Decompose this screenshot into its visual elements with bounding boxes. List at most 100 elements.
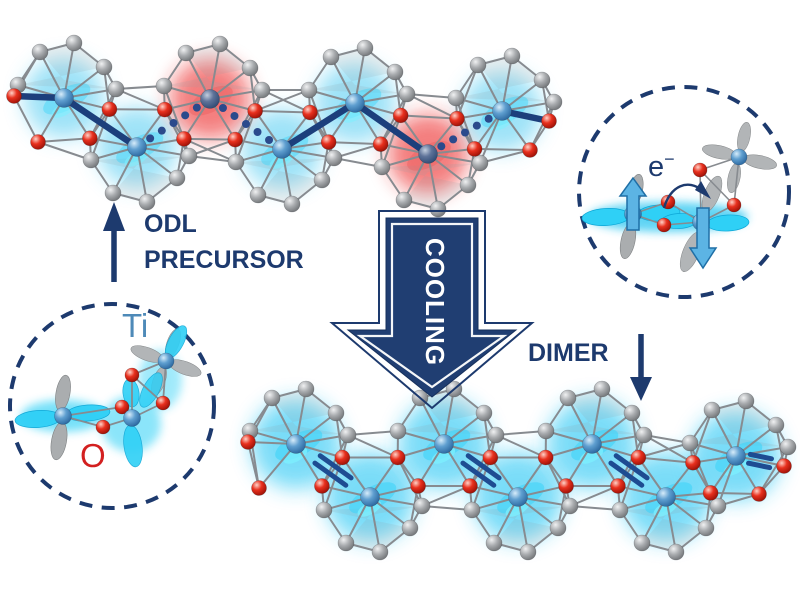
atom-ti [492, 101, 512, 121]
bond [309, 111, 335, 159]
bond [689, 442, 712, 494]
atom-gray [82, 151, 100, 169]
atom-gray [537, 422, 555, 440]
atom-gray [635, 426, 653, 444]
bond [347, 434, 399, 459]
atom-gray [241, 59, 259, 77]
atom-o [692, 162, 708, 178]
atom-gray [211, 35, 229, 53]
ti-ti-short-bond [351, 99, 432, 158]
atom-gray [107, 80, 125, 98]
bond [495, 434, 547, 459]
atom-o [685, 454, 701, 471]
dimer-label: DIMER [528, 339, 609, 367]
bond [400, 114, 458, 120]
ti-ti-long-bond-dot [437, 142, 446, 151]
bond [638, 442, 691, 459]
atom-o [101, 101, 118, 118]
dimer-bond-mark [747, 451, 774, 462]
odl-precursor-chain [6, 34, 563, 218]
bond [183, 137, 237, 163]
atom-gray [155, 77, 173, 95]
atom-gray [549, 519, 567, 537]
bond [13, 95, 39, 143]
d-orbital-lobe-gray [727, 163, 741, 193]
atom-o [320, 134, 337, 150]
bond [758, 446, 789, 495]
atom-gray [322, 48, 340, 66]
atom-gray [533, 71, 551, 89]
atom-o [114, 399, 130, 415]
atom-gray [297, 380, 315, 398]
atom-gray [227, 153, 245, 171]
atom-gray [31, 43, 49, 61]
dimer-bond-mark [317, 453, 354, 481]
bond [495, 430, 547, 436]
atom-ti [123, 409, 141, 427]
atom-gray [283, 195, 301, 213]
atom-gray [168, 169, 186, 187]
atom-o [155, 395, 171, 411]
atom-gray [339, 426, 357, 444]
bond [396, 457, 423, 507]
atom-ti [582, 434, 602, 454]
bond [258, 443, 297, 489]
atom-gray [737, 392, 755, 410]
bond [479, 149, 531, 164]
atom-gray [667, 543, 685, 561]
bond [333, 143, 381, 159]
atom-gray [447, 89, 465, 107]
atom-gray [559, 389, 577, 407]
atom-o [610, 478, 626, 494]
electron-label: e− [648, 149, 675, 183]
atom-gray [395, 191, 413, 209]
atom-ti [54, 88, 74, 108]
dimer-bond-mark [312, 460, 349, 488]
ti-ti-long-bond-dot [169, 119, 178, 127]
bond [163, 85, 185, 140]
bond [188, 138, 236, 157]
atom-o [6, 88, 22, 104]
ti-ti-long-bond-dot [230, 112, 239, 120]
atom-o [240, 434, 256, 450]
atom-gray [138, 193, 156, 211]
atom-gray [315, 501, 333, 519]
dashed-circle-icon [577, 85, 791, 299]
atom-gray [429, 200, 447, 218]
bond [617, 434, 645, 487]
bond [328, 141, 381, 146]
cooling-arrow-body [346, 217, 518, 398]
atom-ti [54, 407, 72, 425]
ti-ti-long-bond-dot [472, 121, 481, 130]
bond [90, 108, 111, 161]
atom-gray [177, 44, 195, 62]
atom-o [251, 480, 267, 496]
bond [710, 491, 760, 495]
atom-ti [200, 89, 220, 109]
atom-o [702, 485, 719, 501]
ti-ti-long-bond-dot [449, 135, 458, 144]
atom-gray [327, 404, 345, 422]
atom-ti [157, 352, 175, 370]
atom-o [247, 103, 263, 119]
precursor-label-line2: PRECURSOR [144, 246, 304, 274]
precursor-label-line1: ODL [144, 210, 197, 238]
ti-ti-long-bond-dot [461, 128, 469, 137]
atom-ti [726, 446, 746, 466]
bond [643, 434, 694, 464]
cooling-arrow: COOLING [329, 210, 535, 410]
bond [183, 137, 236, 141]
bond [469, 434, 497, 487]
atom-gray [487, 426, 505, 444]
atom-gray [313, 171, 331, 189]
up-arrow-icon [103, 202, 125, 231]
bond [347, 430, 399, 436]
bond [421, 485, 471, 507]
atom-gray [263, 389, 281, 407]
bond [406, 93, 457, 99]
ti-ti-long-bond-dot [265, 136, 274, 144]
bond [544, 457, 571, 507]
atom-gray [697, 519, 715, 537]
bond [37, 137, 90, 143]
atom-o [30, 134, 46, 150]
